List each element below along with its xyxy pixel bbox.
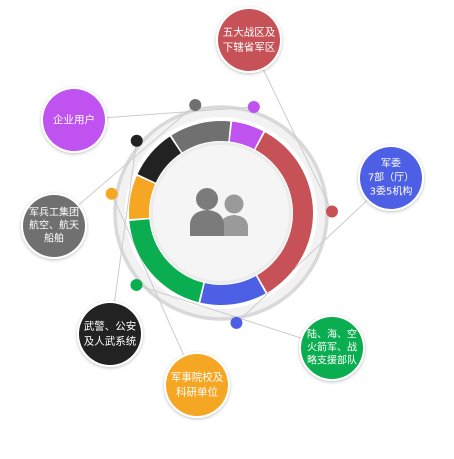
bubble-label-academies-line-1: 军事院校及 bbox=[171, 371, 224, 384]
bubble-label-cmc-line-3: 3委5机构 bbox=[370, 185, 413, 198]
bubble-label-academies-line-2: 科研单位 bbox=[176, 386, 218, 399]
bubble-label-police-line-1: 武警、公安 bbox=[84, 320, 137, 333]
ring-segment-theater bbox=[255, 132, 313, 293]
bubble-label-cmc-line-2: 7部（厅） bbox=[368, 171, 414, 184]
bubble-label-services-line-3: 略支援部队 bbox=[307, 354, 357, 367]
leader-line-services bbox=[136, 284, 333, 349]
bubble-fill-enterprise bbox=[43, 89, 105, 151]
marker-dot-industry bbox=[189, 99, 202, 112]
bubble-fill-academies bbox=[166, 354, 228, 416]
marker-dot-theater bbox=[325, 205, 338, 218]
marker-dot-services bbox=[130, 278, 143, 291]
center-disc bbox=[153, 145, 289, 281]
bubble-fill-theater bbox=[218, 9, 280, 71]
ring-segment-industry bbox=[171, 121, 231, 153]
ring-segment-police bbox=[137, 136, 181, 183]
bubble-label-theater-line-2: 下辖省军区 bbox=[223, 41, 276, 54]
bubble-fill-cmc bbox=[360, 147, 422, 209]
bubble-label-services-line-1: 陆、海、空 bbox=[307, 328, 357, 341]
bubble-label-enterprise-line-1: 企业用户 bbox=[53, 113, 95, 126]
marker-dot-police bbox=[130, 134, 143, 147]
marker-dot-enterprise bbox=[247, 100, 260, 113]
users-icon bbox=[190, 188, 248, 236]
bubble-fill-police bbox=[79, 303, 141, 365]
ring-segment-academies bbox=[129, 175, 156, 220]
bubble-label-industry-line-1: 军兵工集团 bbox=[29, 206, 79, 219]
bubble-label-industry-line-2: 航空、航天 bbox=[29, 219, 79, 232]
ring-segment-services bbox=[129, 219, 204, 303]
bubble-label-industry-line-3: 船舶 bbox=[44, 232, 64, 245]
leader-line-cmc bbox=[236, 177, 392, 324]
bubble-label-services-line-2: 火箭军、战 bbox=[307, 341, 357, 354]
marker-dot-cmc bbox=[230, 316, 243, 329]
leader-line-academies bbox=[111, 193, 198, 386]
bubble-enterprise: 企业用户 bbox=[41, 87, 107, 153]
ring-segment-cmc bbox=[200, 275, 266, 305]
bubble-label-theater-line-1: 五大战区及 bbox=[223, 26, 276, 39]
ring-segment-enterprise bbox=[229, 121, 264, 150]
marker-dot-academies bbox=[105, 187, 118, 200]
bubble-fill-services bbox=[301, 317, 363, 379]
bubble-fill-industry bbox=[23, 195, 85, 257]
bubble-label-police-line-2: 及人武系统 bbox=[84, 335, 137, 348]
bubble-label-cmc-line-1: 军委 bbox=[381, 157, 401, 170]
